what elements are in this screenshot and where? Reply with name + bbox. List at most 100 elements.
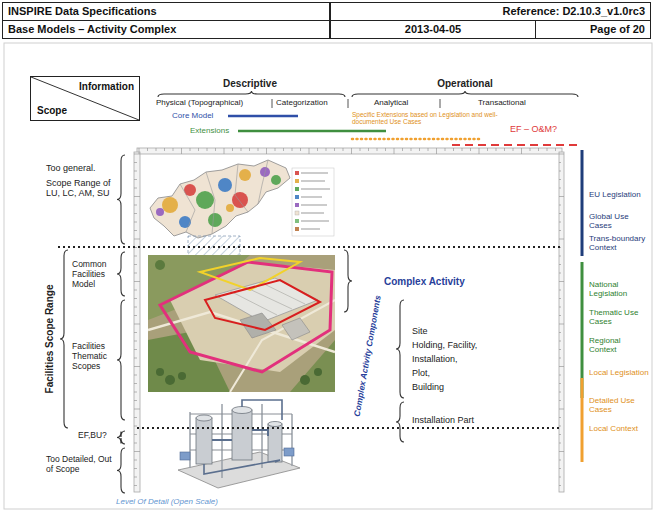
ruler-tick <box>559 409 564 410</box>
document-reference: Reference: D2.10.3_v1.0rc3 <box>498 5 650 18</box>
ruler-tick <box>559 188 561 189</box>
axis-label: Information <box>79 81 134 93</box>
ruler-tick <box>559 366 564 367</box>
ruler-tick <box>309 148 310 154</box>
ruler-tick <box>559 298 561 299</box>
ruler-tick <box>394 148 395 154</box>
ruler-tick <box>134 162 137 163</box>
ruler-tick <box>198 148 199 151</box>
ruler-tick <box>134 341 137 342</box>
national-context-bar <box>581 262 584 398</box>
scope-label: Too Detailed, Out of Scope <box>46 455 114 475</box>
ruler-tick <box>559 264 561 265</box>
column-heading: Physical (Topographical) <box>156 98 270 107</box>
core-model-line <box>228 115 298 118</box>
ruler-tick <box>559 230 561 231</box>
scope-division-line <box>58 246 562 248</box>
context-label: EU Legislation <box>589 190 649 199</box>
component-label: Building <box>412 382 532 392</box>
scale-ruler <box>134 152 140 492</box>
pump <box>180 452 190 460</box>
installation-outline <box>205 280 320 330</box>
ruler-tick <box>134 443 137 444</box>
map-legend-line <box>301 220 329 222</box>
ruler-tick <box>134 171 137 172</box>
header-cell: INSPIRE Data Specifications <box>2 2 330 21</box>
ruler-tick <box>559 162 561 163</box>
photo-ground <box>148 255 335 392</box>
ruler-tick <box>134 366 140 367</box>
document-subtitle: Base Models – Activity Complex <box>3 23 181 36</box>
map-legend-line <box>301 188 330 190</box>
ruler-tick <box>134 460 137 461</box>
ruler-tick <box>190 148 191 151</box>
ruler-tick <box>134 196 140 197</box>
ruler-tick <box>134 451 140 452</box>
complex-activity-label: Complex Activity <box>384 276 484 288</box>
aerial-photo <box>148 255 335 392</box>
map-legend-line <box>301 180 325 182</box>
ruler-tick <box>139 148 140 154</box>
figure-frame <box>4 43 652 509</box>
local-context-bar <box>581 378 584 462</box>
ruler-tick <box>559 171 561 172</box>
ruler-tick <box>559 213 561 214</box>
eu-context-bar <box>581 150 584 256</box>
curly-braces <box>60 91 578 493</box>
ruler-tick <box>224 148 225 154</box>
tree <box>156 368 164 376</box>
curly-brace <box>60 250 68 428</box>
map-patch <box>271 175 281 185</box>
scope-label: Facilities Thematic Scopes <box>72 342 116 371</box>
curly-brace <box>352 91 578 97</box>
ruler-tick <box>428 148 429 151</box>
ruler-tick <box>559 332 561 333</box>
ruler-tick <box>134 477 137 478</box>
component-label: Site <box>412 326 532 336</box>
component-label: Installation, <box>412 354 532 364</box>
curly-brace <box>117 155 125 244</box>
ruler-tick <box>530 148 531 151</box>
ruler-tick <box>134 256 137 257</box>
range-line-label: EF – O&M? <box>510 124 572 134</box>
context-label: Detailed Use Cases <box>589 396 649 414</box>
ruler-tick <box>134 409 140 410</box>
ef-om-line <box>452 144 578 146</box>
ruler-tick <box>249 148 250 151</box>
scale-ruler <box>137 148 562 154</box>
ruler-tick <box>334 148 335 151</box>
map-legend-line <box>301 204 327 206</box>
map-boundary <box>206 172 215 234</box>
ruler-tick <box>547 148 548 151</box>
ruler-tick <box>559 341 561 342</box>
map-outline <box>150 160 290 238</box>
ruler-ticks <box>134 148 564 486</box>
ruler-tick <box>559 434 561 435</box>
ruler-tick <box>559 281 564 282</box>
extensions-line <box>238 130 386 133</box>
map-patch <box>196 191 214 209</box>
ruler-tick <box>559 349 561 350</box>
installation-rendering <box>178 400 300 488</box>
ruler-tick <box>156 148 157 151</box>
scope-label: Scope Range of LU, LC, AM, SU <box>46 178 114 199</box>
ruler-tick <box>559 443 561 444</box>
map-legend-swatch <box>295 203 299 207</box>
frame-column <box>291 414 293 466</box>
ruler-tick <box>559 383 561 384</box>
map-patch <box>156 208 164 216</box>
ruler-tick <box>559 468 561 469</box>
document-date: 2013-04-05 <box>400 23 466 36</box>
map-boundary <box>235 164 248 212</box>
matrix-corner-box: InformationScope <box>30 76 140 121</box>
map-patch <box>208 213 222 227</box>
map-legend-swatch <box>295 171 299 175</box>
land-use-map <box>150 160 334 238</box>
ruler-tick <box>134 392 137 393</box>
components-label: Complex Activity Components <box>353 295 384 418</box>
ruler-tick <box>173 148 174 151</box>
tree <box>178 372 186 380</box>
range-line-label: Specific Extensions based on Legislation… <box>352 111 502 126</box>
ruler-tick <box>134 349 137 350</box>
curly-brace <box>344 250 352 312</box>
